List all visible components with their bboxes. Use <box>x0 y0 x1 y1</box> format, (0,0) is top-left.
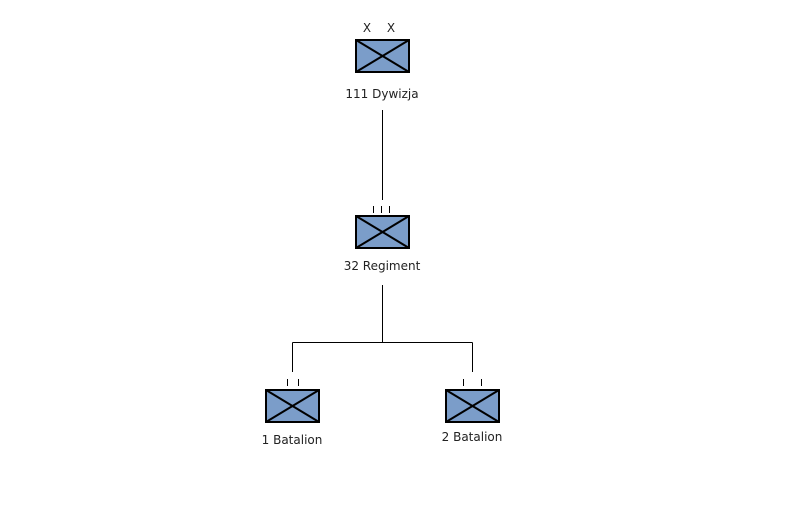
infantry-cross-line <box>445 389 500 423</box>
infantry-cross-line <box>265 389 320 423</box>
infantry-cross-line <box>355 39 410 73</box>
echelon-marker-battalion-2 <box>463 379 482 386</box>
echelon-marker-battalion-1 <box>287 379 299 386</box>
unit-regiment[interactable]: 32 Regiment <box>344 206 421 273</box>
connectors <box>292 110 473 372</box>
unit-label-battalion-1: 1 Batalion <box>262 433 323 447</box>
unit-battalion-2[interactable]: 2 Batalion <box>442 379 503 444</box>
unit-label-regiment: 32 Regiment <box>344 259 421 273</box>
unit-battalion-1[interactable]: 1 Batalion <box>262 379 323 447</box>
echelon-marker-division: X X <box>363 21 401 35</box>
unit-label-battalion-2: 2 Batalion <box>442 430 503 444</box>
unit-division[interactable]: X X 111 Dywizja <box>345 21 418 101</box>
infantry-cross-line <box>355 215 410 249</box>
echelon-marker-regiment <box>373 206 390 213</box>
unit-label-division: 111 Dywizja <box>345 87 418 101</box>
